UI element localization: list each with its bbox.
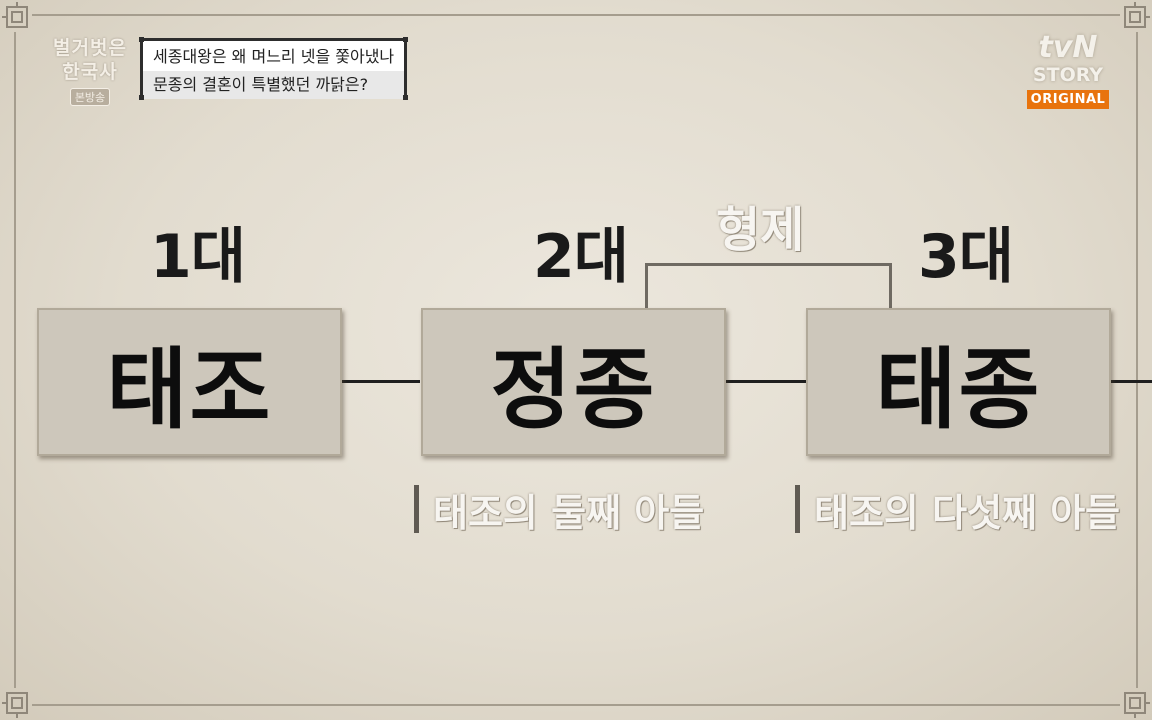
king-box-taejo: 태조 [37,308,342,456]
generation-label-1: 1대 [150,222,246,292]
episode-caption-box: 세종대왕은 왜 며느리 넷을 쫓아냈나 문종의 결혼이 특별했던 까닭은? [139,37,408,100]
note-jeongjong: 태조의 둘째 아들 [414,484,705,535]
connector-line [726,380,806,383]
program-title-line2: 한국사 [62,61,118,83]
program-badge: 본방송 [69,88,111,106]
caption-line-1: 세종대왕은 왜 며느리 넷을 쫓아냈나 [153,47,395,66]
king-box-jeongjong: 정종 [421,308,726,456]
note-taejong-text: 태조의 다섯째 아들 [814,490,1121,535]
network-brand: tvN [1038,30,1098,65]
program-title-line1: 벌거벗은 [53,37,127,59]
corner-knot-icon [2,2,32,32]
note-jeongjong-text: 태조의 둘째 아들 [433,490,705,535]
connector-line [1110,380,1152,383]
note-bar [795,485,800,533]
frame-left-line [14,32,16,688]
note-taejong: 태조의 다섯째 아들 [795,484,1121,535]
generation-label-3: 3대 [918,222,1014,292]
frame-right-line [1136,32,1138,688]
network-logo: tvN STORY ORIGINAL [1018,32,1118,109]
frame-bottom-line [32,704,1120,706]
frame-top-line [32,14,1120,16]
original-badge: ORIGINAL [1026,90,1110,109]
corner-knot-icon [2,688,32,718]
network-channel: STORY [1032,64,1104,86]
king-box-taejong: 태종 [806,308,1111,456]
caption-line-2: 문종의 결혼이 특별했던 까닭은? [143,71,404,99]
generation-label-2: 2대 [533,222,629,292]
program-logo: 벌거벗은 한국사 본방송 [50,36,130,106]
connector-line [342,380,420,383]
siblings-bracket [645,263,892,308]
note-bar [414,485,419,533]
corner-knot-icon [1120,688,1150,718]
corner-knot-icon [1120,2,1150,32]
siblings-label: 형제 [716,202,805,258]
